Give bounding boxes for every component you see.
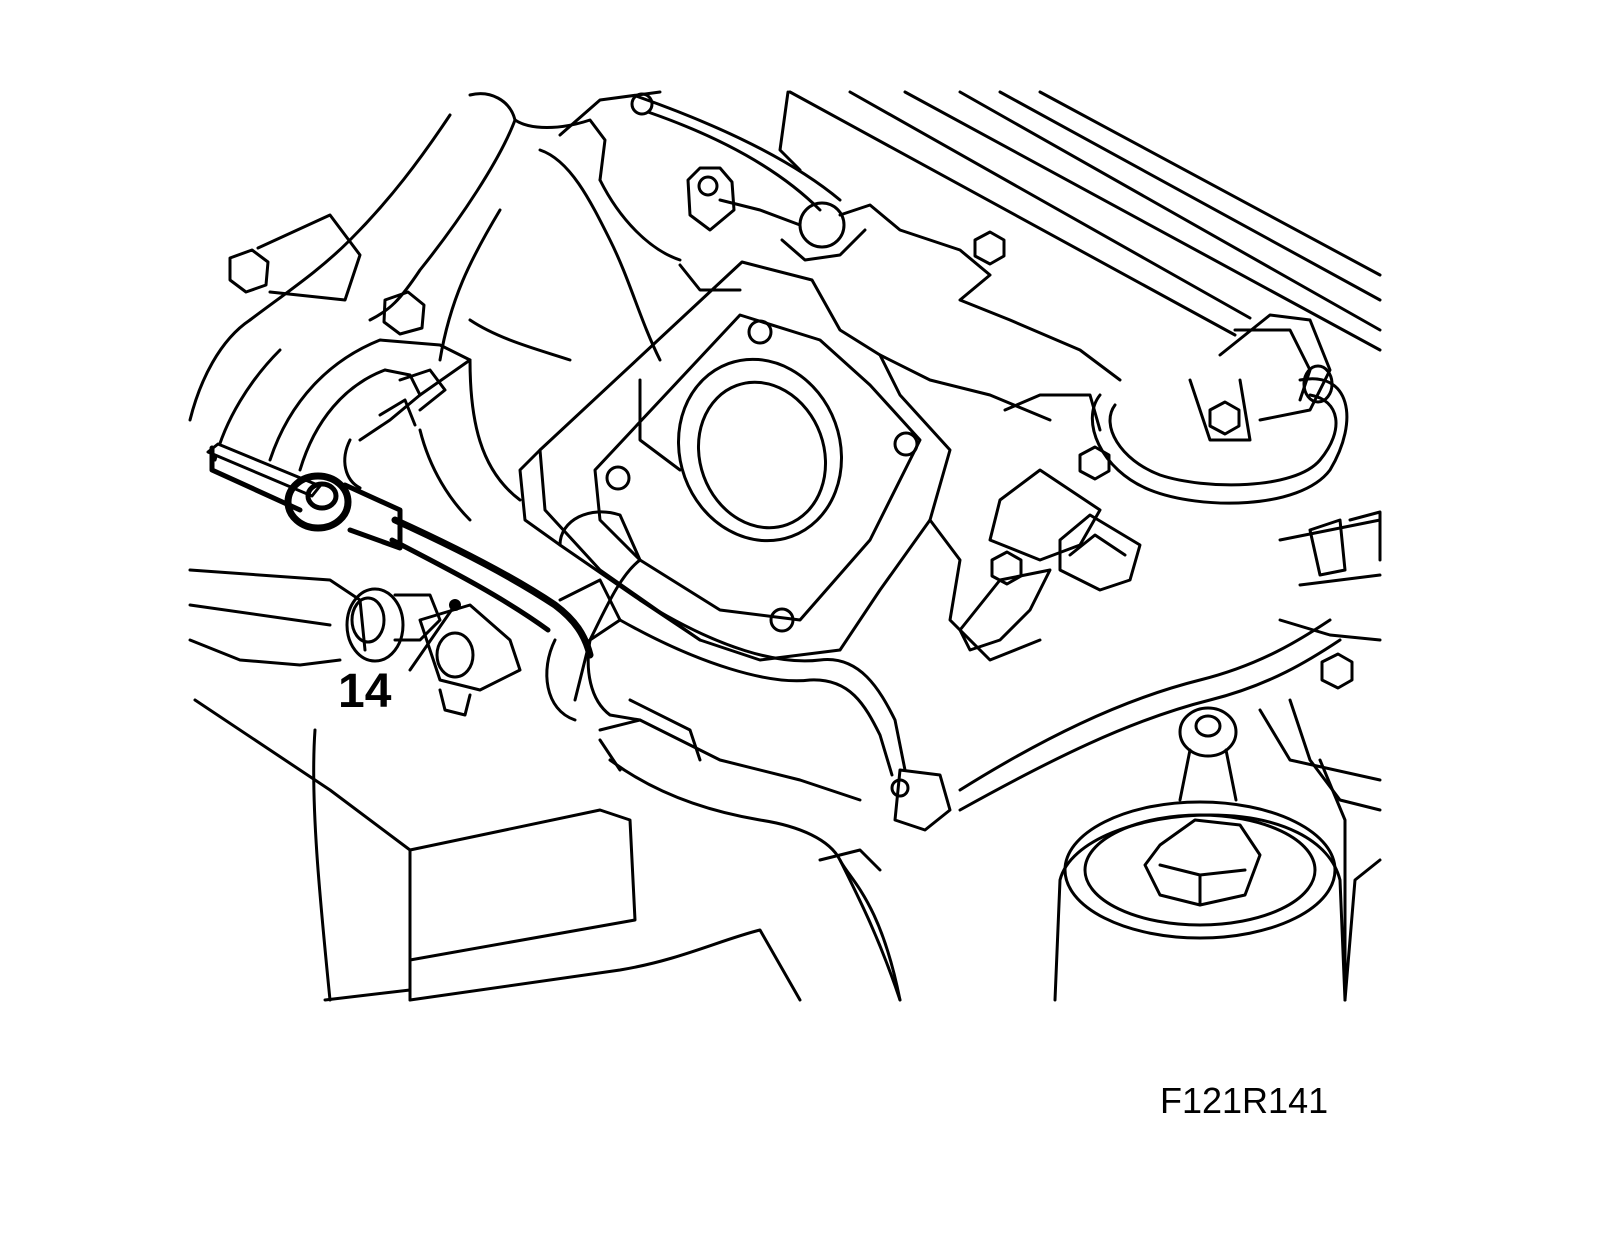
connector-right xyxy=(1278,510,1382,587)
sensor-bracket xyxy=(958,468,1142,652)
bolt-icon xyxy=(228,166,1354,690)
engine-block-lines xyxy=(418,198,802,522)
callout-number: 14 xyxy=(338,665,392,718)
engine-block-right xyxy=(1258,618,1382,1002)
figure-code-label: F121R141 xyxy=(1160,1080,1329,1121)
wire-harness xyxy=(618,598,1342,832)
probe-tool-14 xyxy=(206,442,594,659)
body-panel-left xyxy=(193,698,902,1002)
pipe-fitting xyxy=(188,568,442,667)
pulley-ring xyxy=(268,338,472,490)
throttle-housing xyxy=(838,203,1122,662)
hose-clamp xyxy=(418,603,522,717)
callout-leader-line xyxy=(408,603,457,672)
lower-manifold xyxy=(598,698,902,1002)
intake-rail-lines xyxy=(778,90,1382,352)
oil-filter-cap xyxy=(1053,800,1382,1002)
elbow-pipe xyxy=(545,510,642,722)
vacuum-hose-top xyxy=(630,92,867,262)
coolant-hoses-left xyxy=(188,90,682,462)
stud-washer xyxy=(1178,706,1238,802)
return-hose-loop xyxy=(1090,313,1349,505)
throttle-body-flange xyxy=(518,260,952,662)
